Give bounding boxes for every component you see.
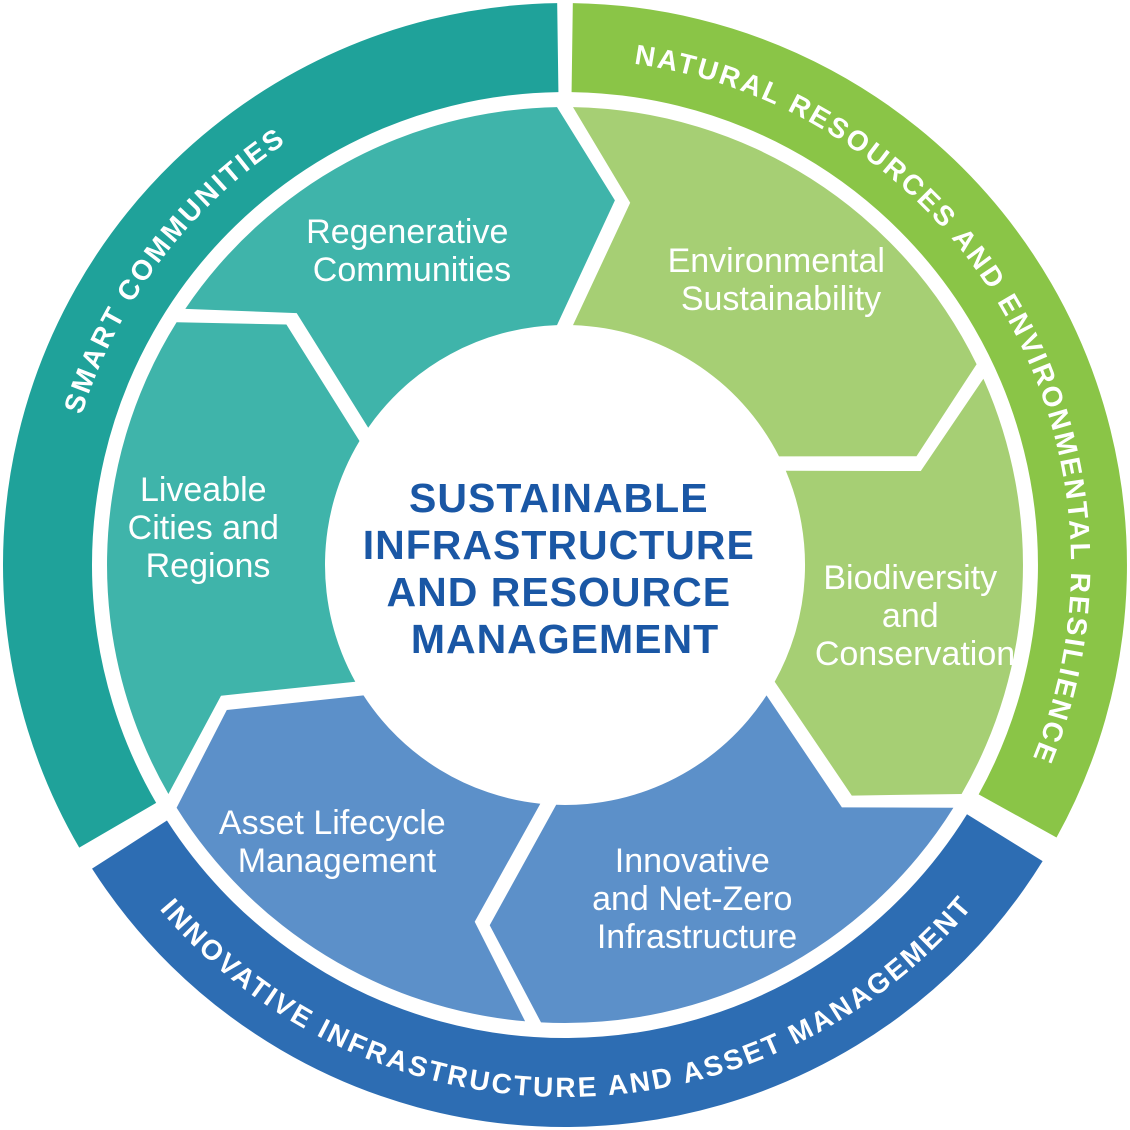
segment-asset-lifecycle — [176, 695, 541, 1022]
segment-label-liveable-cities: Liveable Cities and Regions — [128, 471, 289, 585]
outer-arc-natural-resources — [571, 3, 1127, 838]
segment-label-regenerative-communities: Regenerative Communities — [306, 213, 518, 289]
segment-liveable-cities — [107, 322, 360, 794]
segment-label-innovative-net-zero: Innovative and Net-Zero Infrastructure — [592, 842, 802, 956]
segment-label-biodiversity-conservation: Biodiversity and Conservation — [815, 559, 1015, 673]
segment-regenerative-communities — [185, 107, 615, 428]
segment-label-asset-lifecycle: Asset Lifecycle Management — [219, 804, 455, 880]
segment-label-environmental-sustainability: Environmental Sustainability — [668, 242, 895, 318]
segment-environmental-sustainability — [573, 107, 977, 457]
segment-biodiversity-conservation — [774, 378, 1023, 796]
center-title: SUSTAINABLE INFRASTRUCTURE AND RESOURCE … — [363, 475, 768, 662]
outer-arc-innovative-infrastructure — [92, 814, 1043, 1127]
segment-innovative-net-zero — [489, 695, 954, 1024]
outer-arc-smart-communities — [3, 3, 559, 848]
